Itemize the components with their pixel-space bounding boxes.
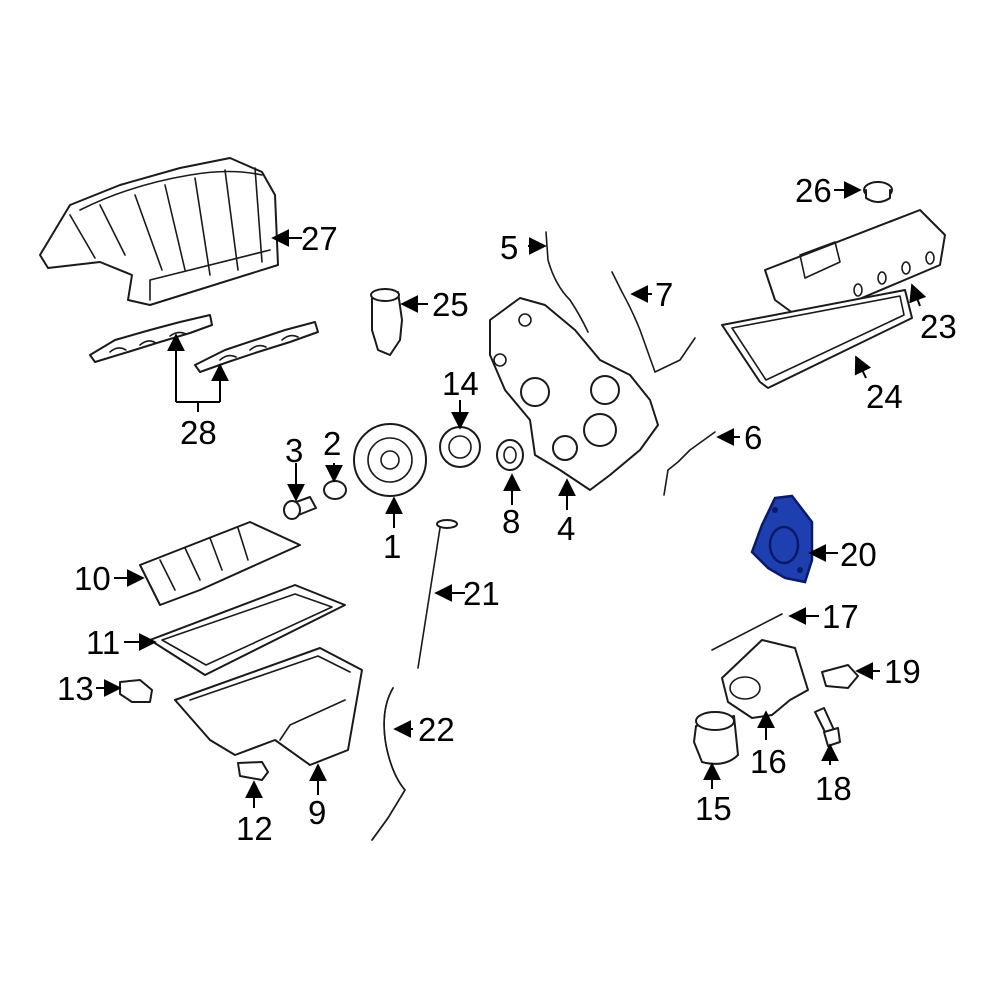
tube-part-5[interactable] — [545, 231, 589, 333]
callout-2: 2 — [323, 425, 341, 462]
windage-tray-part[interactable] — [139, 521, 301, 606]
bolt-part-3[interactable] — [283, 496, 317, 520]
callout-3: 3 — [285, 432, 303, 469]
seal-part-14[interactable] — [439, 426, 481, 468]
seal-part-17[interactable] — [711, 613, 783, 651]
timing-cover-part[interactable] — [489, 297, 659, 491]
callout-9: 9 — [308, 794, 326, 831]
callout-10: 10 — [74, 560, 111, 597]
callout-20: 20 — [840, 536, 877, 573]
callout-5: 5 — [500, 229, 518, 266]
callout-26: 26 — [795, 172, 832, 209]
callout-1: 1 — [383, 528, 401, 565]
tube-part-7[interactable] — [611, 271, 696, 373]
valve-cover-part[interactable] — [764, 209, 946, 323]
callout-22: 22 — [418, 711, 455, 748]
tube-part-6[interactable] — [663, 431, 716, 496]
oil-filter-part[interactable] — [693, 711, 739, 765]
washer-part-2[interactable] — [323, 480, 347, 500]
callout-11: 11 — [86, 624, 120, 661]
callout-28: 28 — [180, 414, 217, 451]
highlighted-part-20[interactable] — [750, 494, 814, 584]
callout-21: 21 — [463, 575, 500, 612]
intake-gasket-part[interactable] — [89, 314, 319, 373]
intake-manifold-part[interactable] — [39, 157, 279, 306]
oil-pan-gasket-part[interactable] — [149, 584, 346, 676]
callout-6: 6 — [744, 419, 762, 456]
callout-23: 23 — [920, 308, 957, 345]
oil-filler-cap-part[interactable] — [863, 181, 893, 203]
dipstick-part[interactable] — [417, 519, 458, 669]
thermostat-housing-part[interactable] — [370, 288, 403, 356]
callout-12: 12 — [236, 810, 273, 847]
callout-8: 8 — [502, 503, 520, 540]
stud-part-18[interactable] — [814, 707, 841, 747]
callout-24: 24 — [866, 378, 903, 415]
crankshaft-pulley-part[interactable] — [353, 423, 427, 497]
leader-lines — [96, 181, 927, 808]
callout-15: 15 — [695, 790, 732, 827]
callout-13: 13 — [57, 670, 94, 707]
sensor-part-19[interactable] — [821, 664, 859, 689]
oil-filter-adapter-part[interactable] — [721, 639, 809, 719]
callout-4: 4 — [557, 510, 575, 547]
sensor-part-12[interactable] — [237, 761, 269, 781]
callout-labels: 1 2 3 4 5 6 7 8 9 10 11 12 13 14 15 16 1… — [57, 172, 957, 847]
plug-part-13[interactable] — [119, 679, 153, 703]
callout-25: 25 — [432, 286, 469, 323]
valve-cover-gasket-part[interactable] — [721, 289, 913, 389]
callout-17: 17 — [822, 598, 859, 635]
callout-7: 7 — [655, 276, 673, 313]
dipstick-tube-part[interactable] — [371, 687, 406, 841]
callout-16: 16 — [750, 743, 787, 780]
callout-18: 18 — [815, 770, 852, 807]
seal-part-8[interactable] — [496, 439, 524, 471]
callout-27: 27 — [301, 220, 338, 257]
callout-14: 14 — [442, 365, 479, 402]
callout-19: 19 — [884, 653, 921, 690]
